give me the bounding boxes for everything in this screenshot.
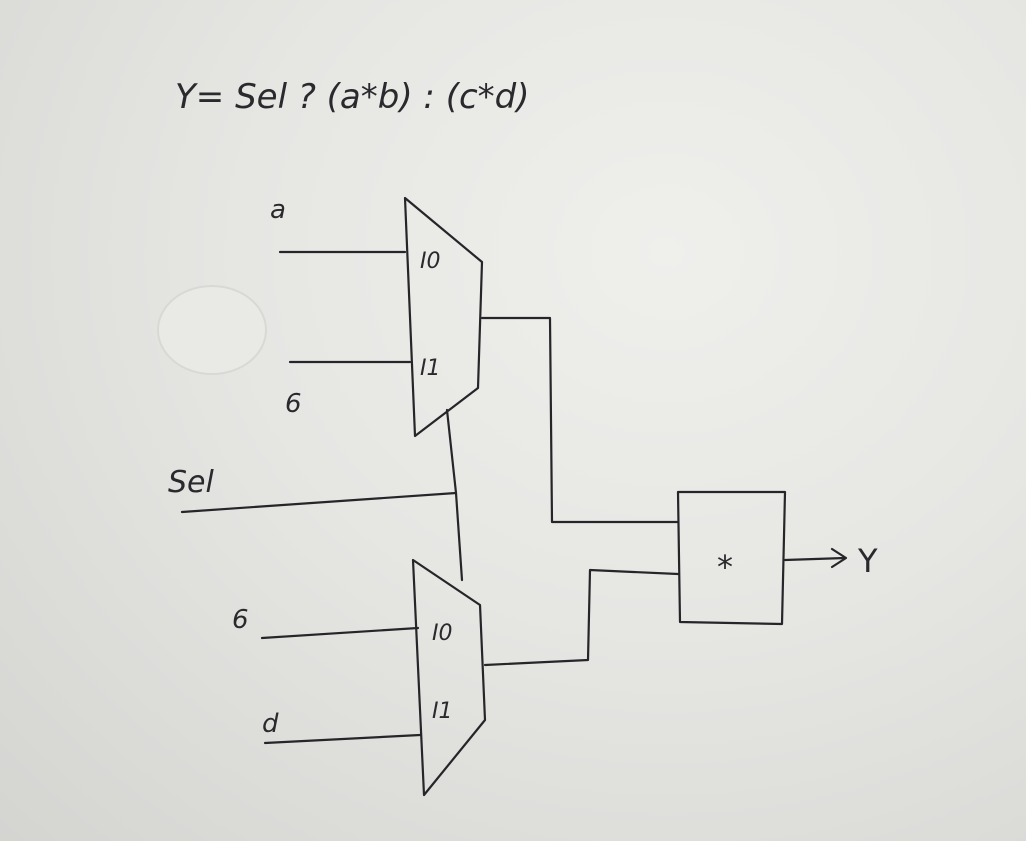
mux-bottom-i0-label: I0: [432, 621, 453, 646]
output-wire: [783, 556, 847, 562]
mux-top-i1-label: I1: [420, 356, 441, 381]
wire-sel: [180, 491, 458, 514]
input-b-top-label: 6: [285, 389, 302, 419]
output-arrowhead: [830, 547, 848, 569]
wire-mux-bottom-out: [483, 568, 680, 667]
wire-sel-vertical: [445, 408, 464, 582]
mux-top: [403, 196, 484, 438]
erased-smudge: [157, 285, 267, 375]
multiplier-block: [676, 490, 787, 626]
input-d-label: d: [262, 709, 279, 739]
input-a-label: a: [270, 195, 286, 225]
wire-d: [263, 733, 422, 745]
mux-bottom: [411, 558, 487, 797]
multiplier-op-label: *: [717, 548, 733, 586]
input-b-bottom-label: 6: [232, 605, 249, 635]
mux-bottom-i1-label: I1: [432, 699, 453, 724]
input-sel-label: Sel: [168, 465, 215, 500]
wire-b-bottom: [260, 626, 420, 640]
equation-text: Y= Sel ? (a*b) : (c*d): [175, 77, 530, 117]
output-label: Y: [857, 542, 878, 580]
mux-top-i0-label: I0: [420, 249, 441, 274]
wire-mux-top-out: [480, 316, 680, 524]
